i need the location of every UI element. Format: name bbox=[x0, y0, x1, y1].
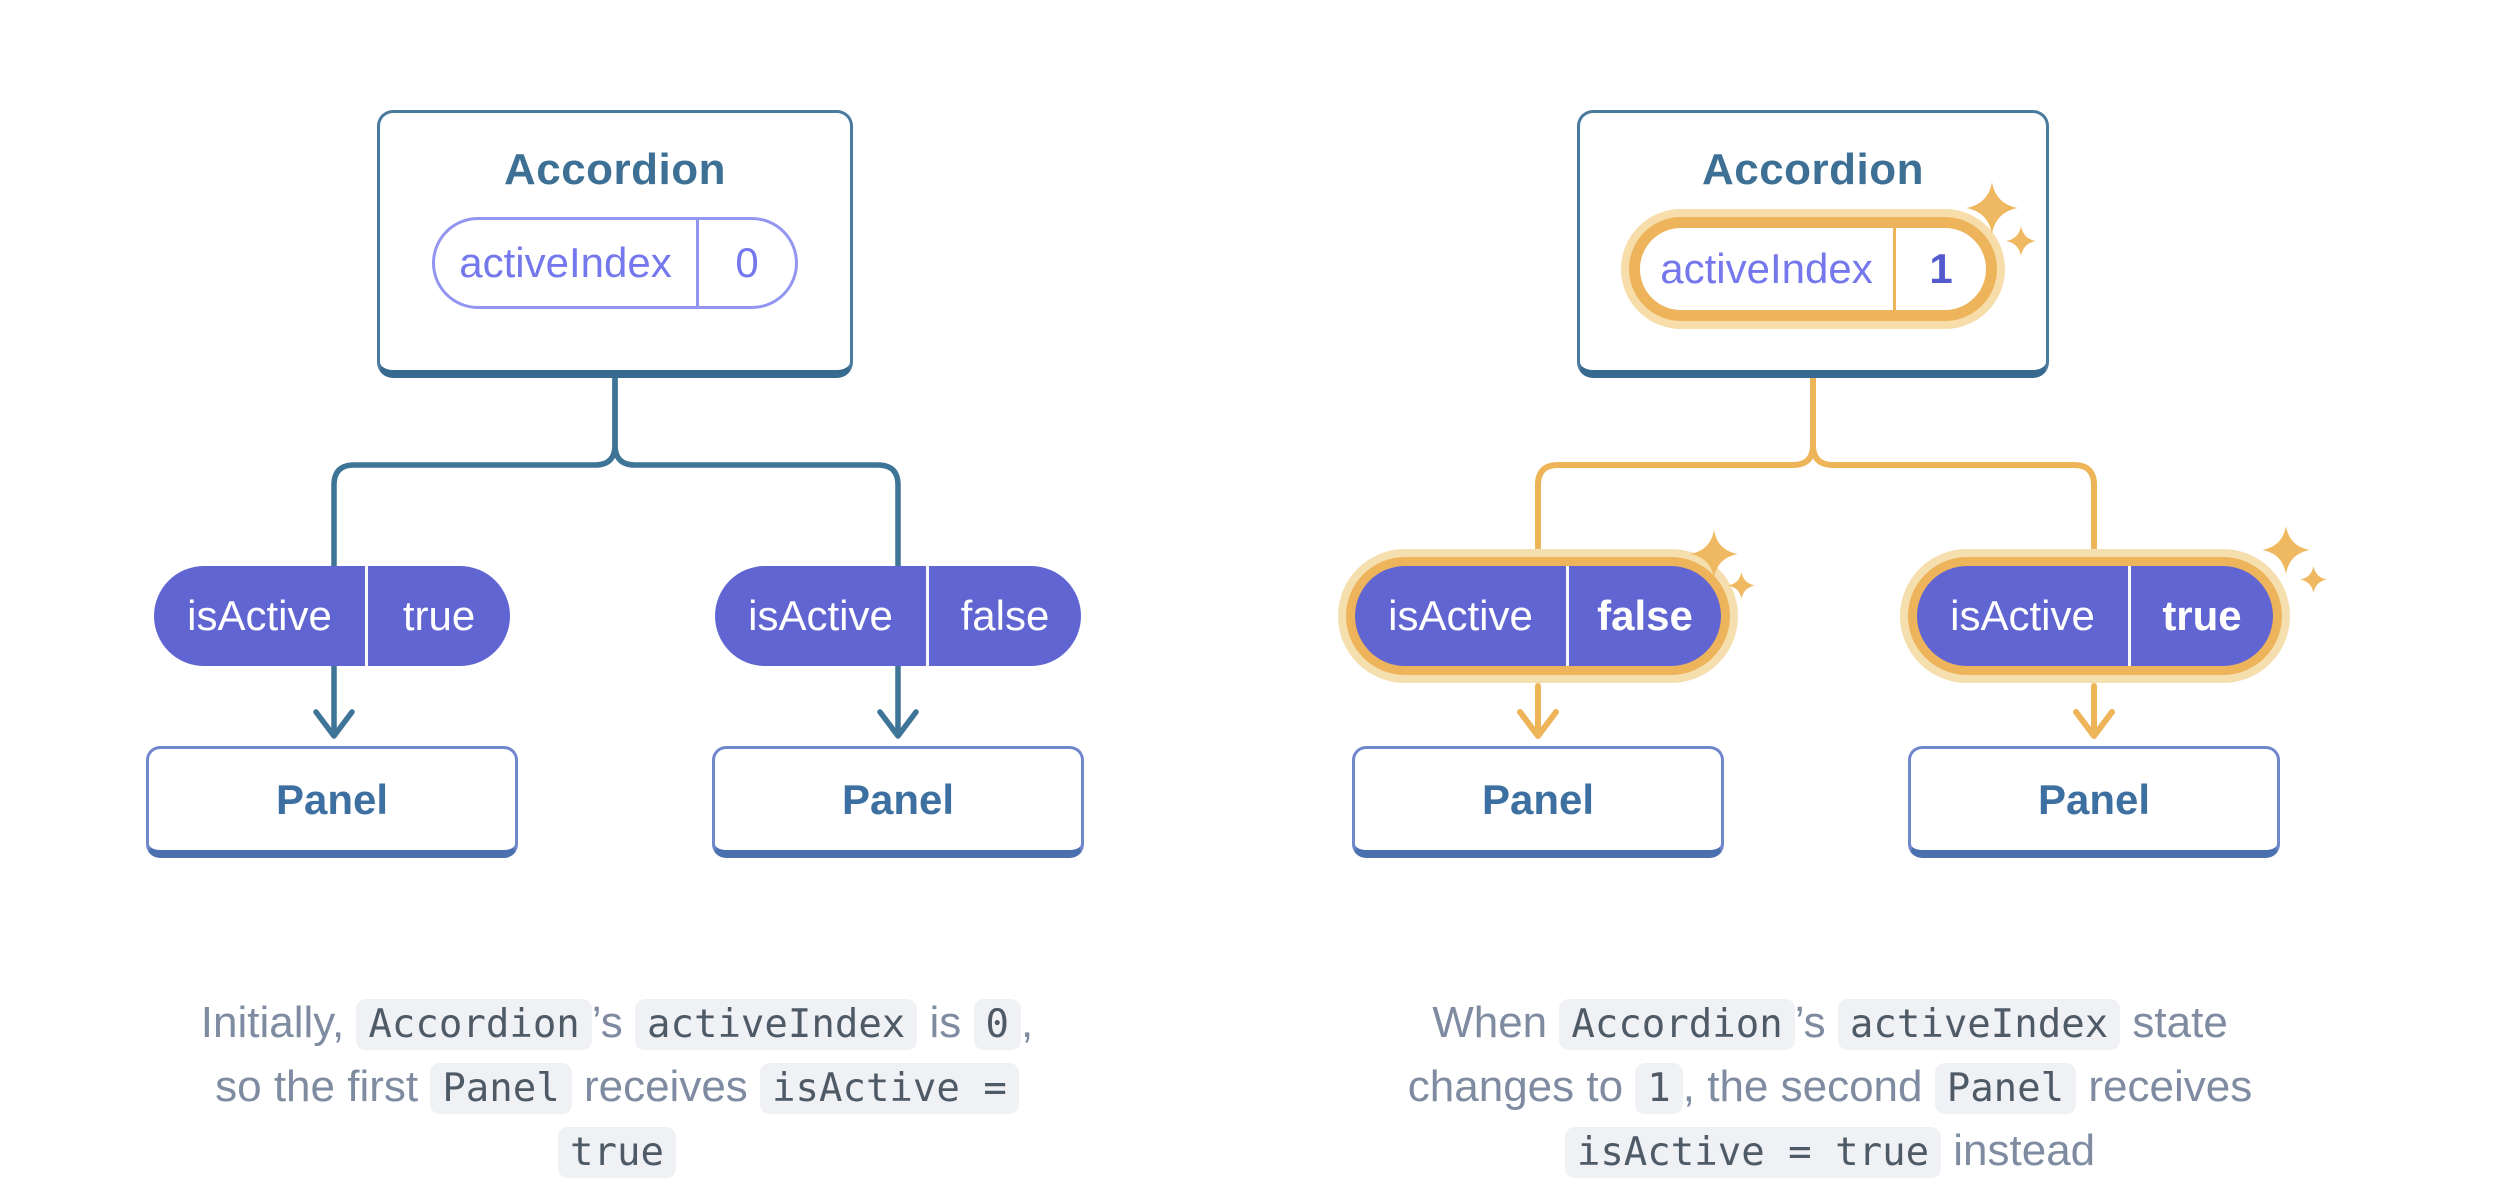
component-title: Accordion bbox=[1701, 145, 1925, 194]
code-chip: Panel bbox=[1934, 1063, 2077, 1114]
accordion-card: Accordion activeIndex 1 bbox=[1577, 110, 2049, 378]
prop-value: false bbox=[960, 592, 1050, 639]
figure-initial-state: Accordion activeIndex 0 isActive true is… bbox=[57, 110, 1177, 1184]
caption-text: , the second bbox=[1682, 1062, 1935, 1111]
code-chip: isActive = bbox=[760, 1063, 1019, 1114]
state-name: activeIndex bbox=[435, 220, 699, 306]
caption-text: When bbox=[1432, 998, 1560, 1047]
branch-line-left-child bbox=[1535, 375, 1816, 551]
panel-box-1: Panel bbox=[146, 746, 518, 858]
arrowhead-2 bbox=[877, 709, 919, 739]
panel-box-1: Panel bbox=[1352, 746, 1724, 858]
prop-pill-child-1: isActive true bbox=[154, 566, 510, 666]
caption-text: ’s bbox=[1794, 998, 1838, 1047]
panel-box-2: Panel bbox=[712, 746, 1084, 858]
caption-text: changes to bbox=[1407, 1062, 1636, 1111]
prop-value: true bbox=[402, 592, 476, 639]
prop-name: isActive bbox=[1355, 566, 1569, 666]
accordion-card: Accordion activeIndex 0 bbox=[377, 110, 853, 378]
state-pill-highlighted: activeIndex 1 bbox=[1629, 217, 1997, 321]
caption-text: so the first bbox=[215, 1062, 431, 1111]
prop-pill-child-1-highlighted: isActive false bbox=[1355, 566, 1721, 666]
prop-value: true bbox=[2162, 592, 2242, 639]
caption-text: is bbox=[917, 998, 974, 1047]
caption-text: instead bbox=[1941, 1126, 2096, 1175]
code-chip: activeIndex bbox=[635, 999, 918, 1050]
code-chip: isActive = true bbox=[1564, 1127, 1942, 1178]
state-value: 0 bbox=[735, 239, 759, 286]
figure-updated-state: Accordion activeIndex 1 isActive false i… bbox=[1250, 0, 2500, 1199]
caption-text: ’s bbox=[591, 998, 635, 1047]
prop-value: false bbox=[1597, 592, 1693, 639]
prop-name: isActive bbox=[715, 566, 929, 666]
arrowhead-1 bbox=[1517, 709, 1559, 739]
arrowhead-2 bbox=[2073, 709, 2115, 739]
caption-text: receives bbox=[571, 1062, 761, 1111]
caption-text: , bbox=[1021, 998, 1034, 1047]
branch-line-right-child bbox=[612, 375, 901, 569]
prop-name: isActive bbox=[1917, 566, 2131, 666]
arrowhead-1 bbox=[313, 709, 355, 739]
figure-caption: When Accordion’s activeIndex state change… bbox=[1260, 992, 2400, 1184]
caption-text: receives bbox=[2076, 1062, 2253, 1111]
sparkle-icon bbox=[1728, 572, 1755, 599]
state-value: 1 bbox=[1929, 245, 1953, 292]
state-pill: activeIndex 0 bbox=[432, 217, 798, 309]
state-name: activeIndex bbox=[1640, 228, 1896, 310]
caption-text: state bbox=[2120, 998, 2228, 1047]
code-chip: Accordion bbox=[356, 999, 592, 1050]
figure-caption: Initially, Accordion’s activeIndex is 0,… bbox=[57, 992, 1177, 1184]
prop-pill-child-2-highlighted: isActive true bbox=[1917, 566, 2273, 666]
caption-text: Initially, bbox=[200, 998, 357, 1047]
code-chip: 0 bbox=[973, 999, 1021, 1050]
sparkle-icon bbox=[2300, 566, 2327, 593]
panel-box-2: Panel bbox=[1908, 746, 2280, 858]
code-chip: true bbox=[558, 1127, 676, 1178]
code-chip: activeIndex bbox=[1837, 999, 2121, 1050]
code-chip: 1 bbox=[1635, 1063, 1683, 1114]
prop-pill-child-2: isActive false bbox=[715, 566, 1081, 666]
branch-line-left-child bbox=[331, 375, 618, 569]
code-chip: Panel bbox=[430, 1063, 572, 1114]
prop-name: isActive bbox=[154, 566, 368, 666]
component-title: Accordion bbox=[503, 145, 727, 194]
code-chip: Accordion bbox=[1559, 999, 1795, 1050]
branch-line-right-child bbox=[1810, 375, 2097, 551]
